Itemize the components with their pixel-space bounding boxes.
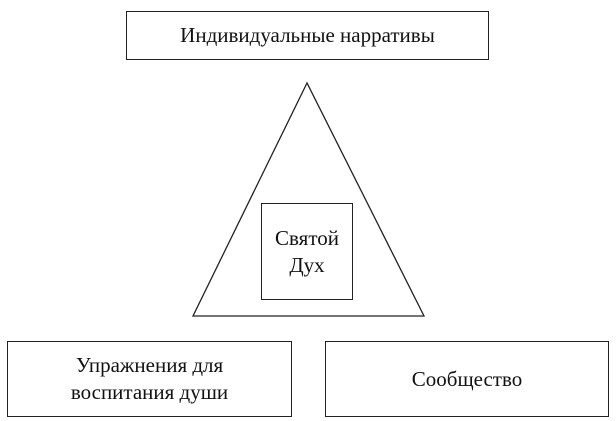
triangle — [191, 81, 426, 317]
center-box: Святой Дух — [261, 203, 353, 300]
bottom-left-box-line2: воспитания души — [70, 380, 229, 404]
bottom-right-box: Сообщество — [325, 341, 609, 417]
top-box-label: Индивидуальные нарративы — [180, 23, 435, 47]
top-box: Индивидуальные нарративы — [126, 11, 489, 60]
bottom-right-box-label: Сообщество — [411, 366, 523, 391]
center-box-line1: Святой — [275, 225, 339, 250]
bottom-left-box: Упражнения для воспитания души — [7, 341, 292, 417]
bottom-left-box-line1: Упражнения для — [75, 353, 224, 377]
center-box-line2: Дух — [289, 252, 325, 277]
